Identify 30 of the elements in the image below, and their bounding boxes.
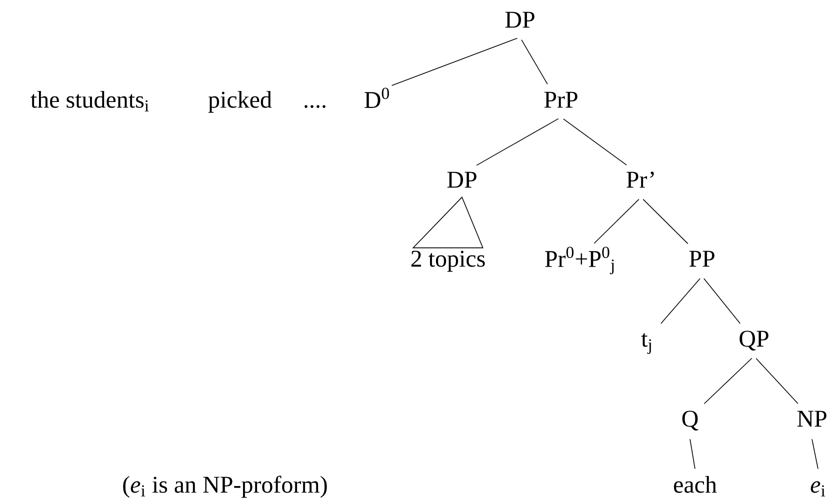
note: (e$_{i}$ is an NP-proform) [123,476,327,498]
tree-label: Pr$^{0}$+P$^{0}$j [545,246,614,274]
tree-label: 2 topics [411,250,485,272]
word-label: the students$_{i}$ [30,90,149,112]
tree-label: DP [505,12,534,28]
tree-label: QP [740,330,768,350]
tree-label: Q [682,410,698,430]
branch-line [563,118,627,166]
tree-label: each [674,476,717,493]
tree-label: PrP [544,92,578,108]
tree-label: NP [797,410,826,427]
tree-label: Pr’ [626,172,654,188]
branch-line [704,358,752,404]
branch-line [476,118,559,166]
branch-line [391,38,518,86]
tree-label: t$_{j}$ [641,333,651,354]
branch-line [642,198,688,244]
branch-line [521,39,548,85]
tree-label: D$^{0}$ [364,88,389,108]
tree-label: e$_{i}$ [810,481,826,496]
ellipsis: .... [304,105,326,108]
word-label: picked [208,90,272,113]
tree-label: PP [689,250,714,267]
tree-label: DP [447,172,476,188]
branch-line [690,438,696,470]
branch-line [704,278,741,324]
branch-line [756,358,798,404]
branch-line [812,438,818,470]
branch-line [660,278,700,324]
branch-line [594,198,640,244]
